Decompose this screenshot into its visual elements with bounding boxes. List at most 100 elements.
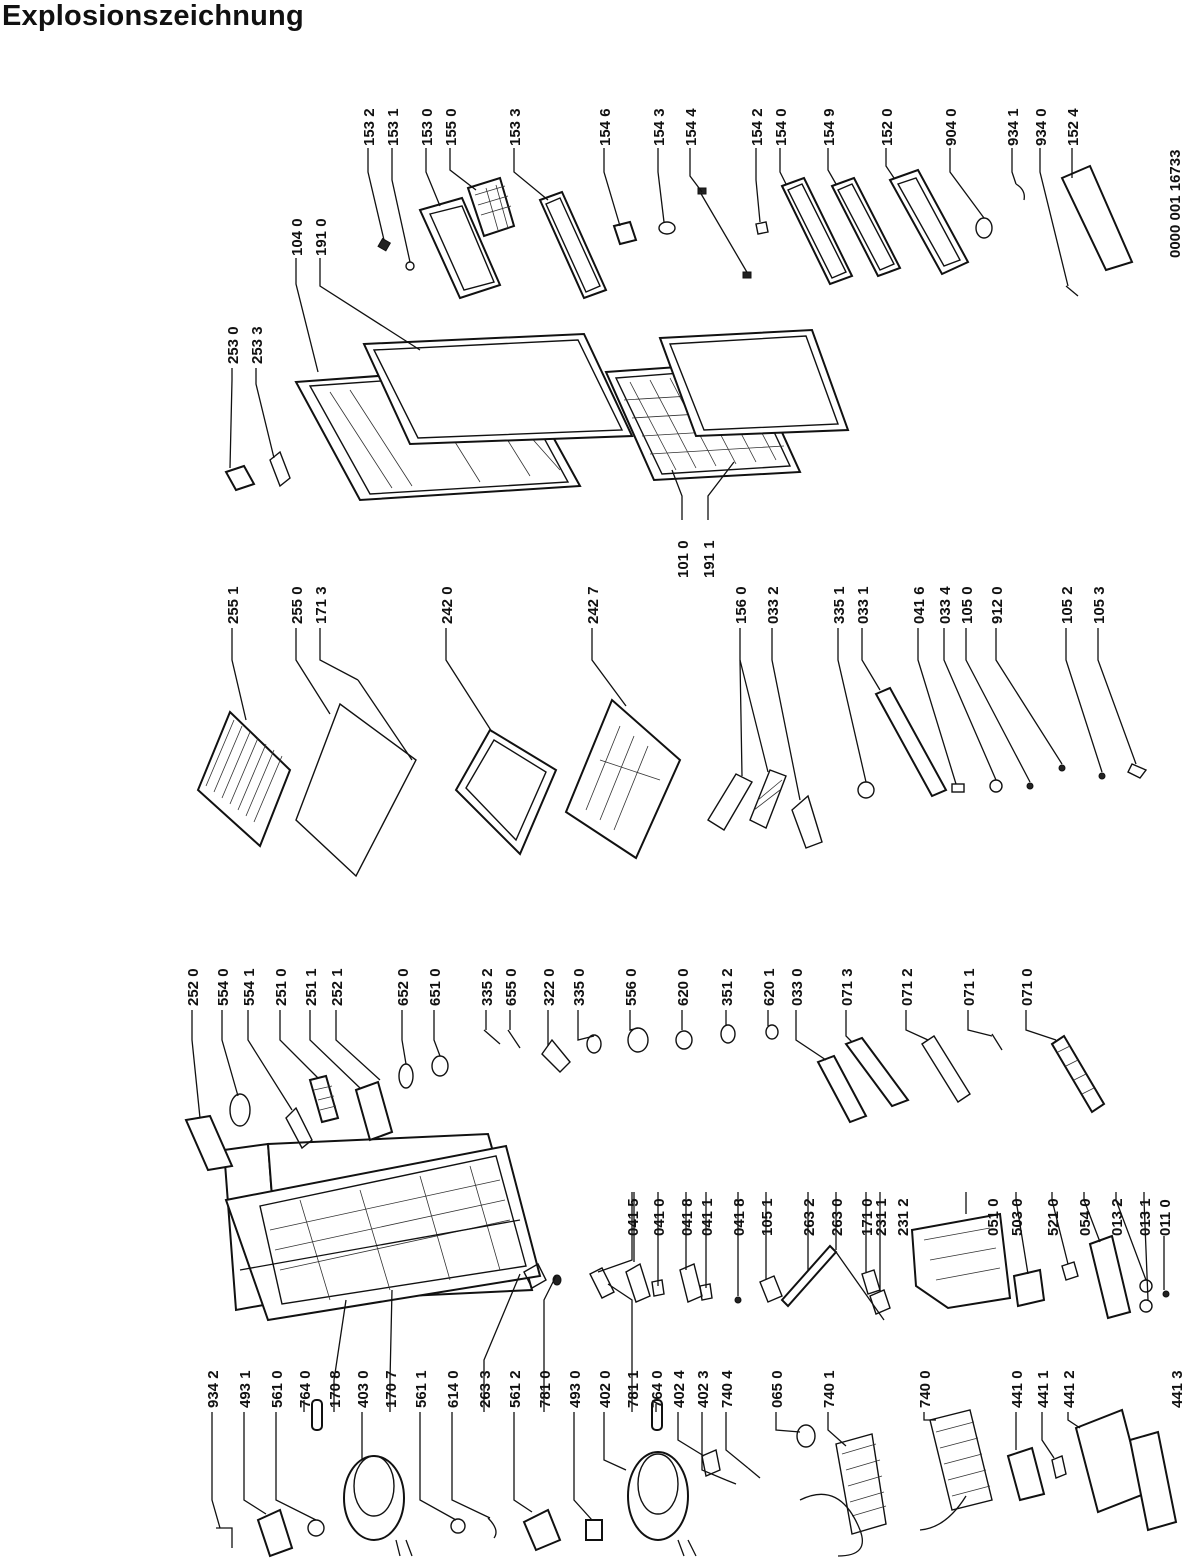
compressor-drawings — [216, 1399, 1178, 1558]
part-label: 740 4 — [719, 1370, 736, 1408]
part-label: 152 4 — [1065, 108, 1082, 146]
part-label: 105 0 — [959, 586, 976, 624]
part-label: 253 3 — [249, 326, 266, 364]
part-label: 335 0 — [571, 968, 588, 1006]
part-label: 614 0 — [445, 1370, 462, 1408]
part-label: 170 7 — [383, 1370, 400, 1408]
part-label: 071 0 — [1019, 968, 1036, 1006]
part-label: 033 4 — [937, 586, 954, 624]
part-label: 155 0 — [443, 108, 460, 146]
part-label: 154 3 — [651, 108, 668, 146]
part-label: 934 1 — [1005, 108, 1022, 146]
part-label: 252 0 — [185, 968, 202, 1006]
part-label: 231 2 — [895, 1198, 912, 1236]
part-label: 561 0 — [269, 1370, 286, 1408]
part-label: 105 2 — [1059, 586, 1076, 624]
shelf-drawings — [196, 679, 1148, 878]
part-label: 764 0 — [649, 1370, 666, 1408]
part-label: 441 1 — [1035, 1370, 1052, 1408]
part-label: 402 3 — [695, 1370, 712, 1408]
part-label: 934 0 — [1033, 108, 1050, 146]
part-label: 263 2 — [801, 1198, 818, 1236]
labels-controls: 252 0 554 0 554 1 251 0 251 1 252 1 652 … — [185, 968, 1036, 1006]
page-title: Explosionszeichnung — [2, 0, 304, 32]
part-label: 251 0 — [273, 968, 290, 1006]
part-label: 255 1 — [225, 586, 242, 624]
part-label: 554 1 — [241, 968, 258, 1006]
part-label: 242 0 — [439, 586, 456, 624]
labels-base: 041 5 041 0 041 8 041 1 041 8 105 1 263 … — [625, 1198, 1174, 1236]
part-label: 561 1 — [413, 1370, 430, 1408]
part-label: 051 0 — [985, 1198, 1002, 1236]
part-label: 620 0 — [675, 968, 692, 1006]
part-label: 191 0 — [313, 218, 330, 256]
base-drawings — [523, 1212, 1170, 1321]
part-label: 904 0 — [943, 108, 960, 146]
part-label: 554 0 — [215, 968, 232, 1006]
document-number: 0000 001 16733 — [1167, 150, 1184, 258]
part-label: 156 0 — [733, 586, 750, 624]
part-label: 652 0 — [395, 968, 412, 1006]
control-drawings — [184, 1024, 1106, 1172]
part-label: 912 0 — [989, 586, 1006, 624]
part-label: 154 4 — [683, 108, 700, 146]
part-label: 105 1 — [759, 1198, 776, 1236]
part-label: 351 2 — [719, 968, 736, 1006]
part-label: 041 6 — [911, 586, 928, 624]
part-label: 255 0 — [289, 586, 306, 624]
part-label: 556 0 — [623, 968, 640, 1006]
part-label: 231 1 — [873, 1198, 890, 1236]
part-label: 013 1 — [1137, 1198, 1154, 1236]
part-label: 740 0 — [917, 1370, 934, 1408]
part-label: 154 9 — [821, 108, 838, 146]
part-label: 170 8 — [327, 1370, 344, 1408]
part-label: 335 2 — [479, 968, 496, 1006]
part-label: 521 0 — [1045, 1198, 1062, 1236]
part-label: 335 1 — [831, 586, 848, 624]
part-label: 065 0 — [769, 1370, 786, 1408]
part-label: 561 2 — [507, 1370, 524, 1408]
part-label: 764 0 — [297, 1370, 314, 1408]
door-drawings — [224, 328, 850, 502]
part-label: 651 0 — [427, 968, 444, 1006]
part-label: 322 0 — [541, 968, 558, 1006]
labels-doors: 253 0 253 3 104 0 191 0 101 0 191 1 — [225, 218, 718, 578]
part-label: 171 3 — [313, 586, 330, 624]
part-label: 171 0 — [859, 1198, 876, 1236]
part-label: 252 1 — [329, 968, 346, 1006]
leader-lines — [191, 148, 1165, 1529]
part-label: 152 0 — [879, 108, 896, 146]
part-label: 781 0 — [537, 1370, 554, 1408]
part-label: 493 0 — [567, 1370, 584, 1408]
part-label: 033 2 — [765, 586, 782, 624]
part-label: 253 0 — [225, 326, 242, 364]
part-label: 402 0 — [597, 1370, 614, 1408]
part-label: 101 0 — [675, 540, 692, 578]
part-label: 071 1 — [961, 968, 978, 1006]
part-label: 153 3 — [507, 108, 524, 146]
part-label: 041 8 — [679, 1198, 696, 1236]
part-label: 033 1 — [855, 586, 872, 624]
part-label: 153 0 — [419, 108, 436, 146]
part-label: 402 4 — [671, 1370, 688, 1408]
labels-shelves: 255 1 255 0 171 3 242 0 242 7 156 0 033 … — [225, 586, 1108, 624]
part-label: 403 0 — [355, 1370, 372, 1408]
door-fittings-drawings — [377, 164, 1134, 300]
part-label: 054 0 — [1077, 1198, 1094, 1236]
part-label: 781 1 — [625, 1370, 642, 1408]
part-label: 191 1 — [701, 540, 718, 578]
part-label: 263 0 — [829, 1198, 846, 1236]
part-label: 441 0 — [1009, 1370, 1026, 1408]
part-label: 071 2 — [899, 968, 916, 1006]
part-label: 154 2 — [749, 108, 766, 146]
part-label: 242 7 — [585, 586, 602, 624]
part-label: 740 1 — [821, 1370, 838, 1408]
part-label: 041 0 — [651, 1198, 668, 1236]
part-label: 071 3 — [839, 968, 856, 1006]
part-label: 251 1 — [303, 968, 320, 1006]
part-label: 655 0 — [503, 968, 520, 1006]
part-label: 105 3 — [1091, 586, 1108, 624]
part-label: 153 1 — [385, 108, 402, 146]
part-label: 263 3 — [477, 1370, 494, 1408]
